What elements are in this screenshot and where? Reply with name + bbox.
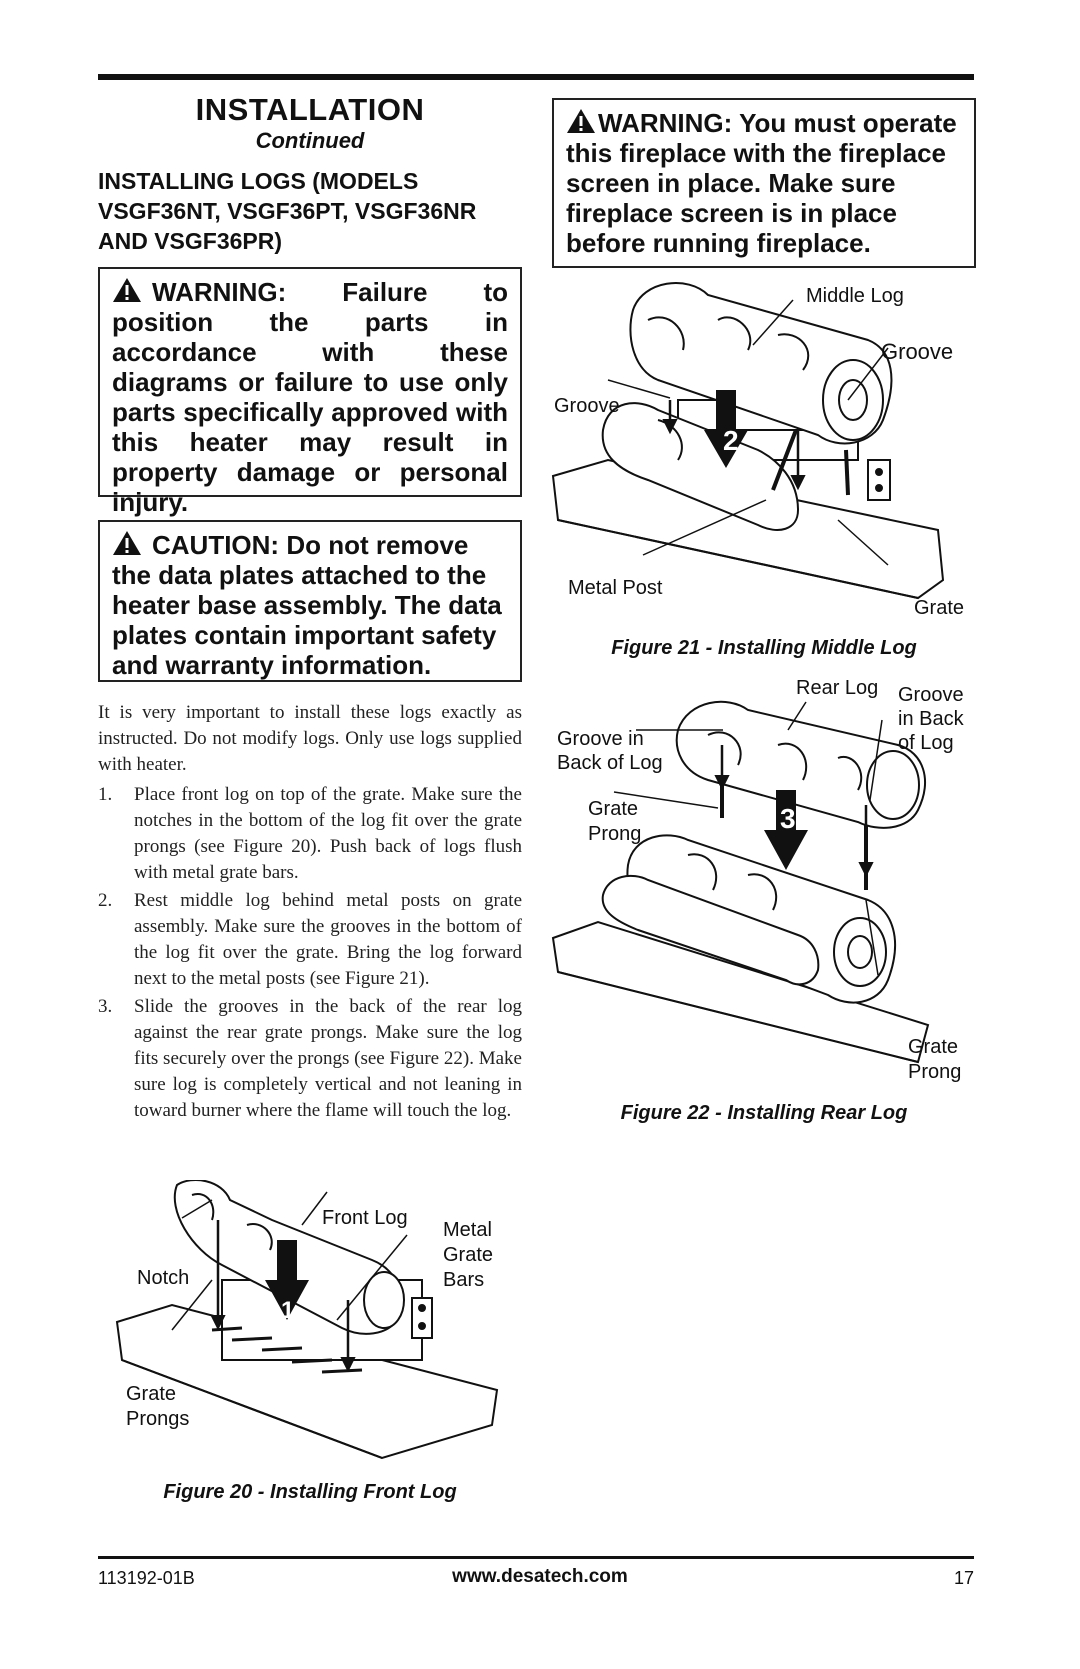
label-groove-back-2: in Back xyxy=(898,708,964,730)
figure-21-caption: Figure 21 - Installing Middle Log xyxy=(611,637,917,659)
label-groove-in-2: Back of Log xyxy=(557,752,663,774)
intro-paragraph: It is very important to install these lo… xyxy=(98,702,522,775)
subheading: INSTALLING LOGS (MODELS VSGF36NT, VSGF36… xyxy=(98,168,477,254)
step-number: 1. xyxy=(98,784,113,805)
label-metal-post: Metal Post xyxy=(568,577,663,599)
figure-22-caption: Figure 22 - Installing Rear Log xyxy=(620,1102,908,1124)
warning-failure-box: WARNING: Failure to position the parts i… xyxy=(98,267,522,517)
label-grate-prong-bottom-2: Prong xyxy=(908,1061,962,1083)
warning-screen-text: WARNING: You must operate this fireplace… xyxy=(566,108,957,258)
warning-screen-box: WARNING: You must operate this fireplace… xyxy=(552,98,976,268)
label-groove-right: Groove xyxy=(881,339,954,364)
caution-box: CAUTION: Do not remove the data plates a… xyxy=(98,520,522,682)
label-metal-grate-bars-1: Metal xyxy=(443,1219,492,1241)
step-number: 3. xyxy=(98,996,113,1017)
label-grate-prong-top-1: Grate xyxy=(588,798,639,820)
step-item: 1. Place front log on top of the grate. M… xyxy=(98,782,522,886)
step-number: 2. xyxy=(98,890,113,911)
label-grate-prongs-1: Grate xyxy=(126,1383,177,1405)
warning-triangle-icon xyxy=(113,278,141,302)
step-1-number: 1 xyxy=(281,1297,294,1324)
website-link[interactable]: www.desatech.com xyxy=(452,1566,628,1587)
label-grate-prong-top-2: Prong xyxy=(588,823,642,845)
figure-22-illustration: 3 xyxy=(551,700,930,1064)
step-2-number: 2 xyxy=(723,425,739,456)
page-number: 17 xyxy=(953,1568,974,1588)
label-metal-grate-bars-2: Grate xyxy=(443,1244,494,1266)
label-middle-log: Middle Log xyxy=(806,285,904,307)
caution-triangle-icon xyxy=(113,531,141,555)
figure-20-caption: Figure 20 - Installing Front Log xyxy=(163,1481,457,1503)
top-rule xyxy=(98,74,974,80)
label-grate: Grate xyxy=(914,597,965,619)
step-item: 3. Slide the grooves in the back of the r… xyxy=(98,994,522,1124)
label-grate-prong-bottom-1: Grate xyxy=(908,1036,959,1058)
doc-number: 113192-01B xyxy=(98,1568,195,1588)
label-rear-log: Rear Log xyxy=(796,677,879,699)
label-groove-back-3: of Log xyxy=(898,732,954,754)
warning-triangle-icon xyxy=(567,109,595,133)
label-front-log: Front Log xyxy=(322,1207,408,1229)
label-notch: Notch xyxy=(137,1267,190,1289)
section-subtitle: Continued xyxy=(255,128,365,153)
step-text: Rest middle log behind metal posts on gr… xyxy=(134,890,522,989)
step-item: 2. Rest middle log behind metal posts on … xyxy=(98,888,522,992)
label-metal-grate-bars-3: Bars xyxy=(443,1269,485,1291)
instructions: It is very important to install these lo… xyxy=(98,700,522,1124)
label-groove-left: Groove xyxy=(554,395,620,417)
figure-21-illustration: 2 xyxy=(551,282,945,600)
label-grate-prongs-2: Prongs xyxy=(126,1408,190,1430)
step-text: Slide the grooves in the back of the rea… xyxy=(134,996,522,1121)
label-groove-in-1: Groove in xyxy=(557,728,644,750)
bottom-rule xyxy=(98,1556,974,1559)
figure-20-illustration: 1 xyxy=(115,1180,499,1460)
step-text: Place front log on top of the grate. Mak… xyxy=(134,784,522,883)
label-groove-back-1: Groove xyxy=(898,684,964,706)
section-title: INSTALLATION xyxy=(195,92,425,127)
step-3-number: 3 xyxy=(780,803,796,834)
caution-text: CAUTION: Do not remove the data plates a… xyxy=(112,530,502,680)
warning-failure-text: WARNING: Failure to position the parts i… xyxy=(112,277,508,517)
